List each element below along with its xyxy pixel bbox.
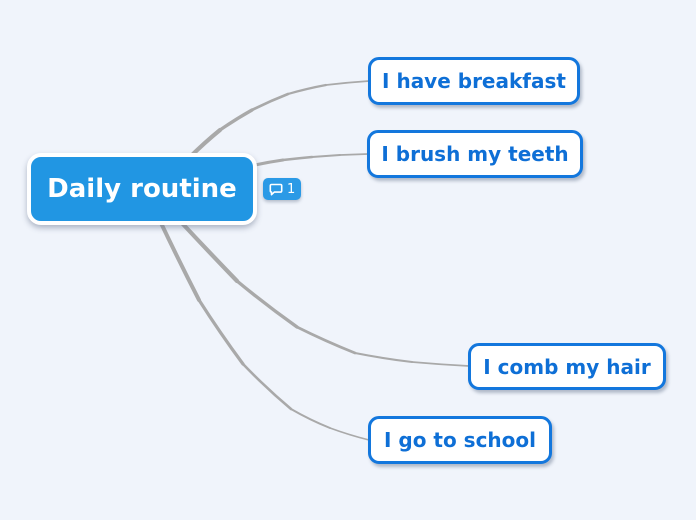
comment-count: 1 [287, 181, 296, 197]
connector-root-teeth [253, 153, 369, 167]
child-node-comb-hair[interactable]: I comb my hair [468, 343, 666, 390]
child-node-label: I brush my teeth [381, 142, 569, 166]
child-node-label: I go to school [383, 428, 537, 452]
connector-root-school [159, 221, 370, 441]
root-node-label: Daily routine [47, 174, 237, 204]
comment-badge[interactable]: 1 [263, 178, 302, 200]
child-node-breakfast[interactable]: I have breakfast [368, 57, 580, 105]
child-node-label: I have breakfast [382, 69, 566, 93]
child-node-label: I comb my hair [483, 354, 651, 379]
root-node[interactable]: Daily routine [27, 153, 257, 225]
connector-root-breakfast [186, 80, 370, 161]
comment-icon [269, 183, 283, 195]
child-node-go-to-school[interactable]: I go to school [368, 416, 552, 464]
child-node-brush-teeth[interactable]: I brush my teeth [367, 130, 583, 178]
connector-root-comb [178, 219, 470, 367]
